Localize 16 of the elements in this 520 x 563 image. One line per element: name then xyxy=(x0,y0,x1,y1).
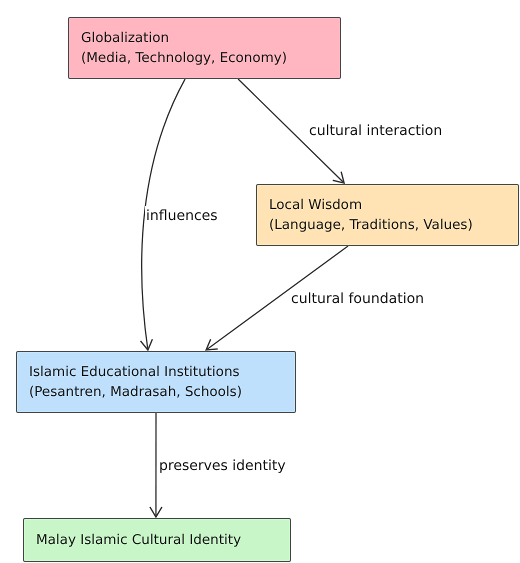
arrow xyxy=(149,413,163,518)
box-title: Local Wisdom xyxy=(269,196,364,215)
box-subtitle: (Media, Technology, Economy) xyxy=(81,49,288,68)
process-box xyxy=(256,184,519,246)
process-box xyxy=(16,351,296,413)
box-title: Malay Islamic Cultural Identity xyxy=(36,531,242,550)
edge-label: preserves identity xyxy=(158,456,287,476)
box-subtitle: (Language, Traditions, Values) xyxy=(269,216,474,235)
arrow xyxy=(205,245,348,351)
arrow xyxy=(140,78,186,351)
arrow xyxy=(238,78,345,184)
process-box xyxy=(23,518,291,562)
box-subtitle: (Pesantren, Madrasah, Schools) xyxy=(29,383,243,402)
process-box xyxy=(68,17,341,79)
box-title: Globalization xyxy=(81,29,170,48)
box-title: Islamic Educational Institutions xyxy=(29,363,241,382)
